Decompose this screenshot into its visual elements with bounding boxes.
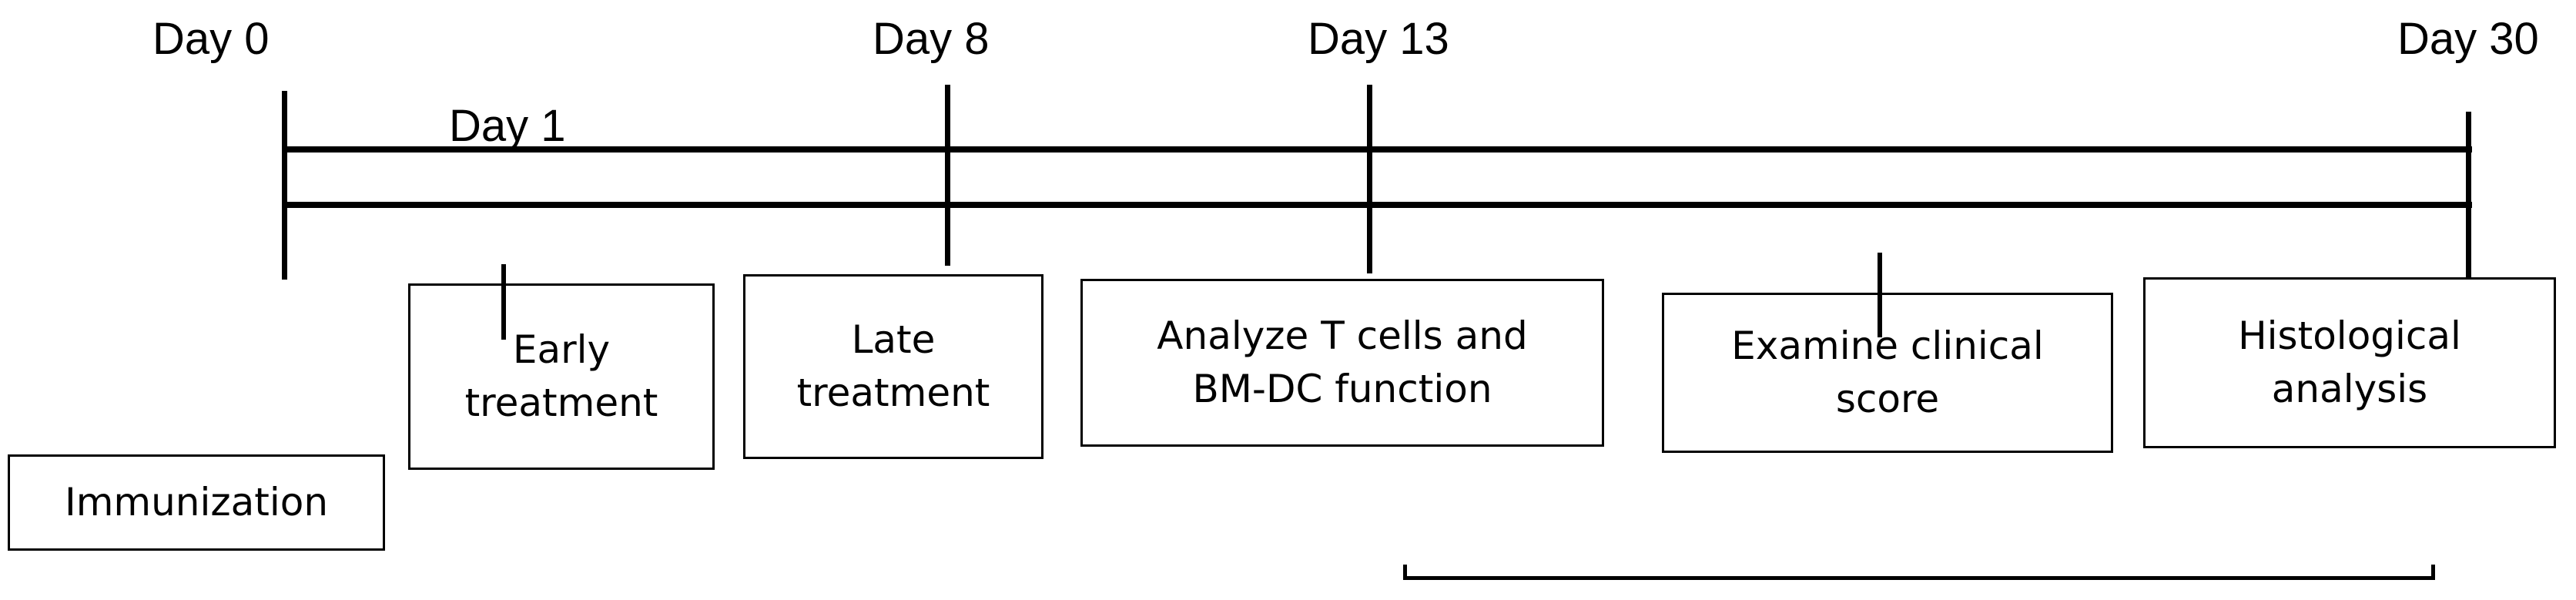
bracket-horizontal [1403, 576, 2435, 580]
early-treatment-label: Early treatment [464, 327, 658, 425]
day-30-label: Day 30 [2397, 14, 2539, 64]
late-treatment-label: Late treatment [796, 317, 990, 415]
immunization-box: Immunization [8, 454, 385, 551]
day-8-tick [945, 85, 950, 266]
day-1-tick [501, 264, 506, 340]
day-1-label: Day 1 [449, 101, 566, 151]
examine-day-tick [1878, 253, 1882, 337]
histological-label: Histological analysis [2238, 313, 2461, 411]
day-0-tick [282, 91, 287, 280]
timeline-bar-top-line [282, 146, 2472, 153]
examine-label: Examine clinical score [1731, 323, 2044, 421]
histological-box: Histological analysis [2143, 277, 2556, 448]
timeline-bar-bottom-line [282, 202, 2472, 208]
immunization-label: Immunization [64, 480, 329, 525]
analyze-box: Analyze T cells and BM-DC function [1080, 279, 1604, 447]
late-treatment-box: Late treatment [743, 274, 1043, 459]
day-8-label: Day 8 [873, 14, 990, 64]
analyze-label: Analyze T cells and BM-DC function [1157, 313, 1528, 411]
examine-box: Examine clinical score [1662, 293, 2113, 453]
bracket-right-end [2431, 565, 2435, 580]
day-13-label: Day 13 [1308, 14, 1449, 64]
day-0-label: Day 0 [152, 14, 270, 64]
bracket-left-end [1403, 565, 1407, 580]
early-treatment-box: Early treatment [408, 283, 715, 470]
day-13-tick [1367, 85, 1372, 273]
day-30-tick [2466, 112, 2471, 277]
